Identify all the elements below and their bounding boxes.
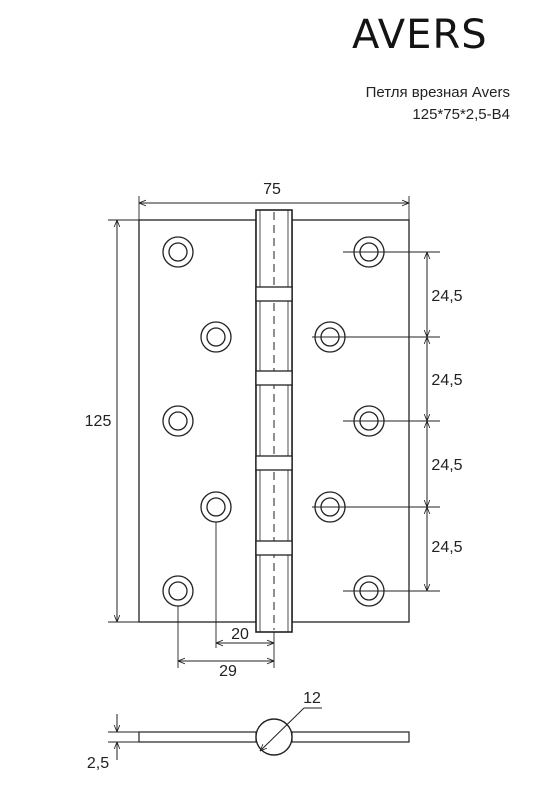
hole-offset-dimension: 29 (219, 663, 237, 680)
profile-leaf-left (138, 731, 257, 743)
hole-spacing-4: 24,5 (431, 539, 462, 556)
screw-hole (162, 236, 194, 268)
dimension-lines (117, 203, 427, 661)
left-leaf (138, 219, 257, 623)
screw-hole (162, 575, 194, 607)
knuckle-barrel (255, 209, 293, 633)
product-code: 125*75*2,5-B4 (412, 106, 510, 123)
screw-hole (200, 321, 232, 353)
knuckle-diameter-dimension: 12 (303, 690, 321, 707)
knuckle-bearings (255, 286, 293, 556)
side-profile-view (108, 707, 410, 760)
screw-hole (162, 405, 194, 437)
hole-spacing-2: 24,5 (431, 372, 462, 389)
hole-spacing-3: 24,5 (431, 457, 462, 474)
screw-hole (200, 491, 232, 523)
product-title: Петля врезная Avers (365, 84, 510, 101)
width-dimension: 75 (263, 181, 281, 198)
extension-lines (108, 196, 440, 668)
knuckle-offset-dimension: 20 (231, 626, 249, 643)
thickness-dimension: 2,5 (87, 755, 109, 772)
hole-spacing-1: 24,5 (431, 288, 462, 305)
profile-leaf-right (291, 731, 410, 743)
height-dimension: 125 (85, 413, 112, 430)
avers-logo: AVERS (352, 12, 488, 58)
